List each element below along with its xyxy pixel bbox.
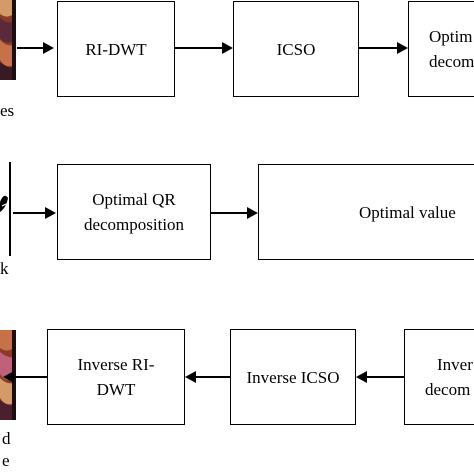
watermark-label: k (0, 259, 9, 278)
inverse-ri-dwt-label: Inverse RI- DWT (77, 355, 155, 399)
arrow-inv-ri-dwt-to-image (14, 376, 47, 378)
ri-dwt-label: RI-DWT (85, 39, 147, 59)
arrow-inv-icso-to-inv-ri-dwt (196, 376, 230, 378)
arrowhead (397, 42, 408, 54)
arrow-image-to-ri-dwt (17, 47, 43, 49)
arrowhead (185, 371, 196, 383)
icso-box: ICSO (233, 1, 359, 97)
arrowhead (45, 207, 56, 219)
inverse-icso-label: Inverse ICSO (246, 367, 340, 387)
watermarked-image-label: d e (2, 429, 11, 470)
optimal-qr-decomposition-label: Optimal QR decomposition (83, 190, 185, 234)
watermarked-image-thumbnail (0, 330, 16, 420)
optimal-value-label: Optimal value (359, 202, 456, 222)
optimal-decomposition-box: Optim decompo (408, 1, 474, 97)
host-image-thumbnail (0, 0, 16, 80)
inverse-icso-box: Inverse ICSO (230, 329, 356, 425)
arrowhead (247, 207, 258, 219)
optimal-decomposition-label: Optim decompo (429, 27, 474, 71)
inverse-decomposition-box: Inver decom (404, 329, 474, 425)
watermark-thumbnail (0, 162, 12, 256)
inverse-decomposition-label: Inver decom (425, 355, 473, 399)
arrow-inv-decomp-to-inv-icso (367, 376, 404, 378)
arrow-ri-dwt-to-icso (175, 47, 222, 49)
arrowhead (3, 371, 14, 383)
optimal-value-box: Optimal value (258, 164, 474, 260)
icso-label: ICSO (276, 39, 316, 59)
host-image-label: es (0, 101, 15, 120)
optimal-qr-decomposition-box: Optimal QR decomposition (57, 164, 211, 260)
arrowhead (222, 42, 233, 54)
arrowhead (43, 42, 54, 54)
arrowhead (356, 371, 367, 383)
ri-dwt-box: RI-DWT (57, 1, 175, 97)
arrow-icso-to-optimal-decomposition (359, 47, 397, 49)
inverse-ri-dwt-box: Inverse RI- DWT (47, 329, 185, 425)
arrow-qr-to-optimal-value (211, 212, 247, 214)
arrow-watermark-to-qr (13, 212, 45, 214)
